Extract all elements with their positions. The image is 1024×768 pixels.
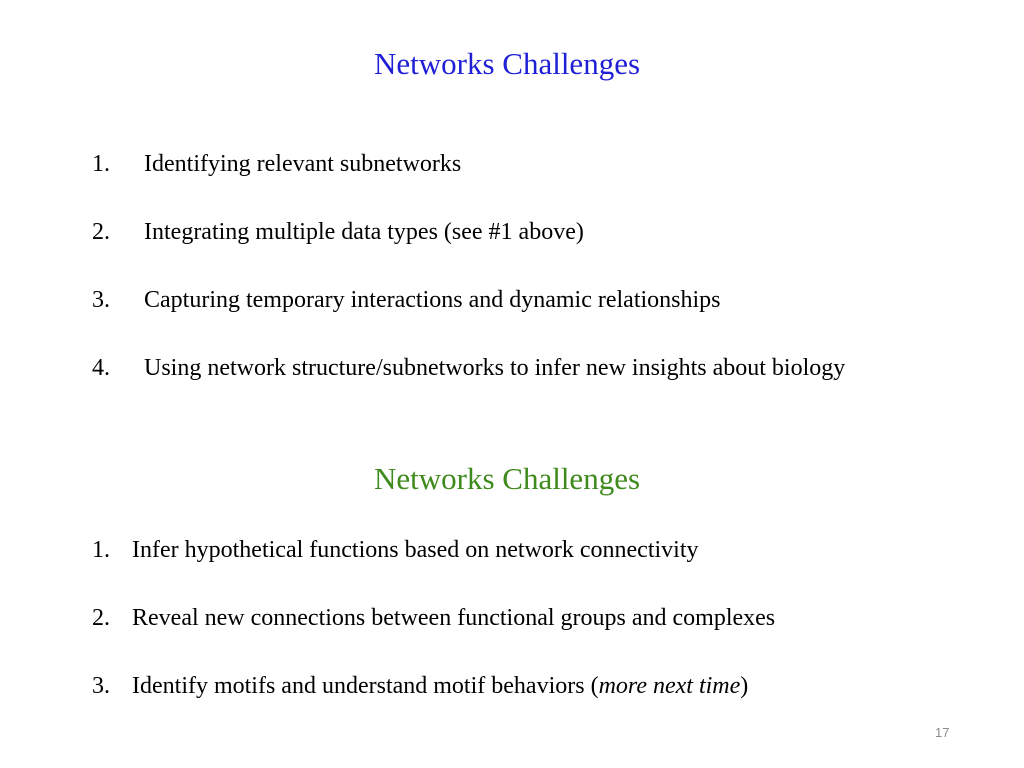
list-item-text: Identify motifs and understand motif beh…	[132, 674, 748, 698]
list-item-number: 2.	[92, 219, 110, 245]
list-item-text-suffix: )	[740, 673, 749, 699]
list-item-number: 1.	[92, 151, 110, 177]
list-item-text-main: Identify motifs and understand motif beh…	[132, 673, 599, 699]
list-item-emphasis: more next time	[598, 673, 741, 699]
list-item-text: Capturing temporary interactions and dyn…	[144, 287, 721, 313]
list-item-number: 4.	[92, 355, 110, 381]
list-item-text: Infer hypothetical functions based on ne…	[132, 537, 699, 563]
list-item-number: 3.	[92, 673, 110, 699]
section-1-title: Networks Challenges	[373, 46, 641, 81]
list-item-number: 2.	[92, 605, 110, 631]
list-item-number: 3.	[92, 287, 110, 313]
list-item-number: 1.	[92, 537, 110, 563]
section-2-title: Networks Challenges	[373, 461, 641, 496]
list-item-text: Using network structure/subnetworks to i…	[144, 355, 846, 381]
list-item-text: Identifying relevant subnetworks	[144, 151, 462, 177]
page-number: 17	[935, 725, 950, 740]
list-item-text: Integrating multiple data types (see #1 …	[144, 219, 584, 245]
list-item-text: Reveal new connections between functiona…	[132, 605, 776, 631]
